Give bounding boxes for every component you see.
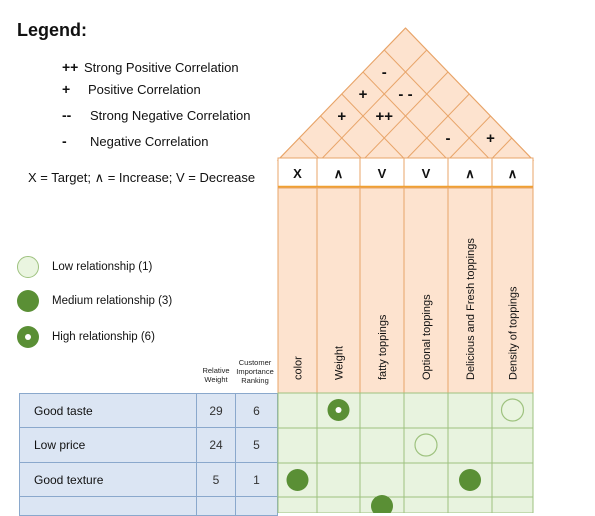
low-relationship-icon xyxy=(17,256,39,278)
medium-relationship-mark xyxy=(459,469,481,491)
technical-requirement-label: Weight xyxy=(334,346,346,380)
low-relationship-mark xyxy=(500,398,525,422)
technical-requirement-label: fatty toppings xyxy=(377,314,389,380)
ranking-header: Customer Importance Ranking xyxy=(236,358,274,385)
negative-label: Negative Correlation xyxy=(90,133,209,149)
roof-grid-line xyxy=(362,71,449,161)
high-relationship-icon xyxy=(17,326,39,348)
direction-row-bg xyxy=(277,157,534,188)
legend-strong-negative: -- Strong Negative Correlation xyxy=(62,106,250,124)
high-relationship-dot xyxy=(335,407,342,413)
legend-low-relationship: Low relationship (1) xyxy=(17,255,172,279)
medium-relationship-label: Medium relationship (3) xyxy=(52,295,173,307)
correlation-roof xyxy=(276,27,535,161)
roof-mark: - xyxy=(446,130,451,147)
roof-mark: - xyxy=(382,64,387,81)
direction-symbol: ∧ xyxy=(465,166,475,181)
roof-grid-line xyxy=(405,27,534,161)
relative-weight-header: Relative Weight xyxy=(202,366,230,384)
strong-negative-symbol: -- xyxy=(62,107,72,123)
matrix-bg xyxy=(277,392,534,513)
technical-requirement-label: Density of toppings xyxy=(508,286,520,380)
columns-bg xyxy=(277,187,534,394)
high-dot-icon xyxy=(25,334,31,340)
medium-relationship-mark xyxy=(286,469,309,491)
technical-requirement-label: color xyxy=(293,356,305,380)
correlation-legend: ++ Strong Positive Correlation + Positiv… xyxy=(62,58,250,150)
positive-label: Positive Correlation xyxy=(88,81,201,97)
roof-correlation-marks: ++++-- --+ xyxy=(337,64,495,147)
direction-legend: X = Target; ∧ = Increase; V = Decrease xyxy=(28,170,256,185)
low-relationship-label: Low relationship (1) xyxy=(52,261,153,273)
positive-symbol: + xyxy=(62,81,71,97)
roof-mark: ++ xyxy=(375,108,393,125)
medium-relationship-icon xyxy=(17,290,39,312)
ranking-cell-1: 6 xyxy=(235,393,278,428)
legend-title: Legend: xyxy=(17,20,87,40)
customer-requirement-row-1: Good taste xyxy=(19,393,197,428)
roof-mark: - - xyxy=(398,86,412,103)
technical-requirement-label: Delicious and Fresh toppings xyxy=(465,238,477,380)
strong-negative-label: Strong Negative Correlation xyxy=(90,107,251,123)
roof-grid-line xyxy=(298,137,321,161)
strong-positive-label: Strong Positive Correlation xyxy=(84,59,239,75)
roof-grid-line xyxy=(405,93,470,161)
direction-symbol: ∧ xyxy=(334,166,344,181)
strong-positive-symbol: ++ xyxy=(62,59,79,75)
ranking-cell-3: 1 xyxy=(235,462,278,497)
high-relationship-label: High relationship (6) xyxy=(52,331,155,343)
roof-grid-line xyxy=(320,115,364,161)
relationship-legend: Low relationship (1) Medium relationship… xyxy=(17,255,172,349)
roof-grid-line xyxy=(383,49,491,161)
roof-mark: + xyxy=(359,86,368,103)
direction-symbol: V xyxy=(378,166,387,181)
legend-negative: - Negative Correlation xyxy=(62,132,250,150)
weight-cell-1: 29 xyxy=(196,393,236,428)
technical-requirement-label: Optional toppings xyxy=(421,294,433,380)
direction-row: X ∧ V V ∧ ∧ xyxy=(277,157,534,189)
relationship-matrix xyxy=(277,392,534,513)
roof-mark: + xyxy=(486,130,495,147)
direction-symbol: X xyxy=(293,166,302,181)
low-relationship-mark xyxy=(414,433,438,457)
legend-high-relationship: High relationship (6) xyxy=(17,325,172,349)
legend-strong-positive: ++ Strong Positive Correlation xyxy=(62,58,250,76)
roof-grid-line xyxy=(490,137,513,161)
legend-medium-relationship: Medium relationship (3) xyxy=(17,289,172,313)
technical-requirement-columns: color Weight fatty toppings Optional toppin… xyxy=(277,187,534,394)
medium-relationship-mark xyxy=(371,495,393,513)
roof-grid-line xyxy=(320,49,428,161)
direction-symbol: V xyxy=(422,166,431,181)
roof-mark: + xyxy=(337,108,346,125)
direction-symbol: ∧ xyxy=(508,166,518,181)
negative-symbol: - xyxy=(62,133,67,149)
roof-grid-line xyxy=(341,93,406,161)
legend-positive: + Positive Correlation xyxy=(62,80,250,98)
customer-requirement-row-2: Low price xyxy=(19,427,197,463)
